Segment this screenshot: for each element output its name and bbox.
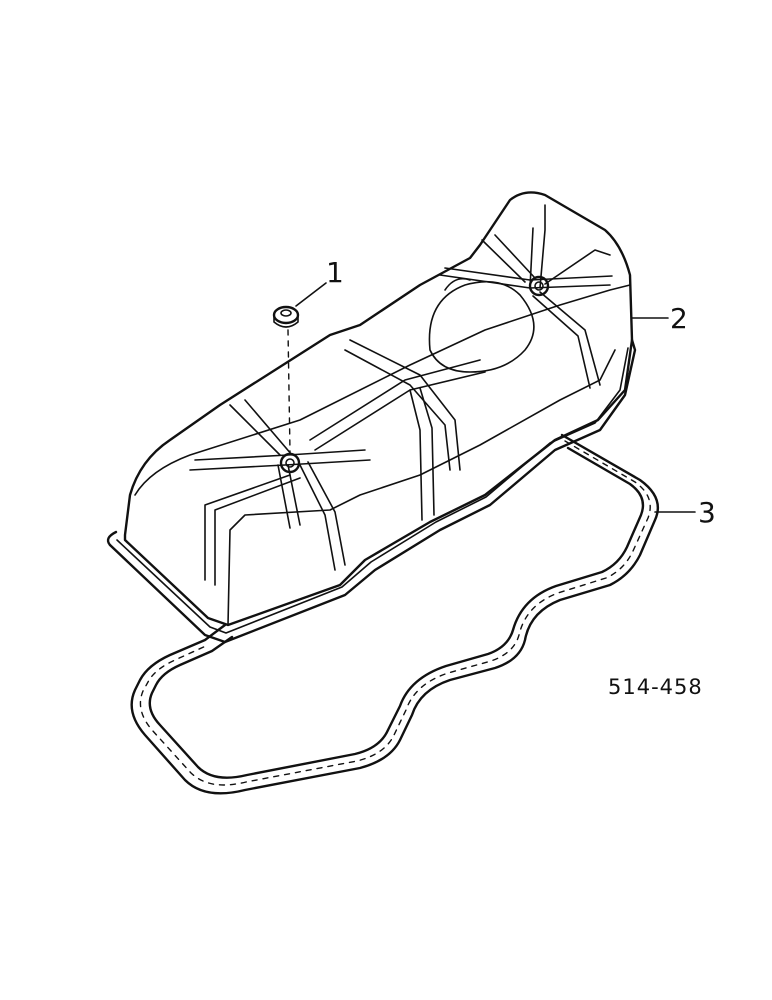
leader-line-1 — [295, 282, 327, 307]
grommet — [272, 305, 300, 453]
valve-cover — [106, 191, 637, 644]
reference-code: 514-458 — [608, 675, 703, 699]
callout-3: 3 — [698, 496, 716, 529]
gasket — [130, 433, 660, 795]
callout-1: 1 — [326, 256, 344, 289]
callout-2: 2 — [670, 302, 688, 335]
